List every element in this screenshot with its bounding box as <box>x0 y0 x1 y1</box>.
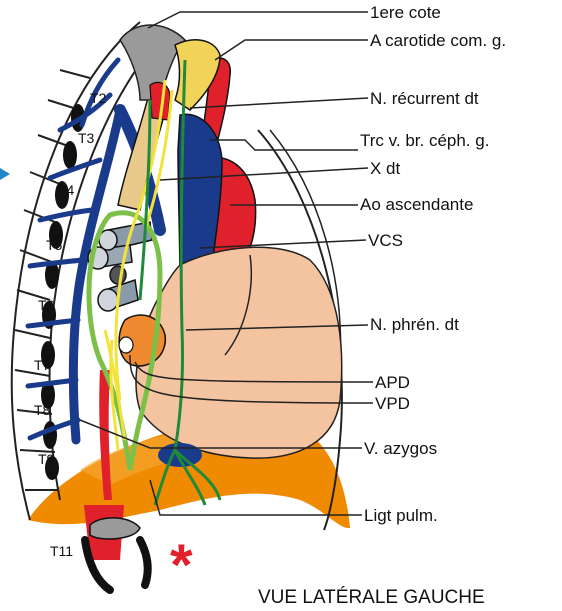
label-n-recurrent: N. récurrent dt <box>370 89 479 108</box>
label-apd: APD <box>375 373 410 392</box>
vertebra-label-t7: T7 <box>34 357 51 373</box>
vertebra-t11 <box>90 518 140 539</box>
label-vpd: VPD <box>375 394 410 413</box>
label-premiere-cote: 1ere cote <box>370 3 441 22</box>
label-ao-ascendante: Ao ascendante <box>360 195 473 214</box>
label-n-phren: N. phrén. dt <box>370 315 459 334</box>
label-trc-v-br: Trc v. br. céph. g. <box>360 131 489 150</box>
asterisk-mark: * <box>170 533 193 598</box>
vertebra-label-t3: T3 <box>78 130 95 146</box>
vertebra-label-t2: T2 <box>90 90 107 106</box>
vertebra-label-t5: T5 <box>46 237 63 253</box>
labels: 1ere cote A carotide com. g. N. récurren… <box>360 3 506 525</box>
label-vcs: VCS <box>368 231 403 250</box>
caption: VUE LATÉRALE GAUCHE <box>258 587 485 608</box>
pulmonary-vein-stub <box>119 337 133 353</box>
vertebra-label-t4: T4 <box>58 182 75 198</box>
label-ligt-pulm: Ligt pulm. <box>364 506 438 525</box>
label-a-carotide: A carotide com. g. <box>370 31 506 50</box>
vertebra-label-t11: T11 <box>50 543 73 559</box>
label-v-azygos: V. azygos <box>364 439 437 458</box>
vertebra-label-t8: T8 <box>34 402 51 418</box>
vertebra-label-t9: T9 <box>38 451 55 467</box>
vertebra-label-t6: T6 <box>38 297 55 313</box>
label-x-dt: X dt <box>370 159 401 178</box>
arrow-icon <box>0 168 10 180</box>
heart <box>136 247 342 458</box>
